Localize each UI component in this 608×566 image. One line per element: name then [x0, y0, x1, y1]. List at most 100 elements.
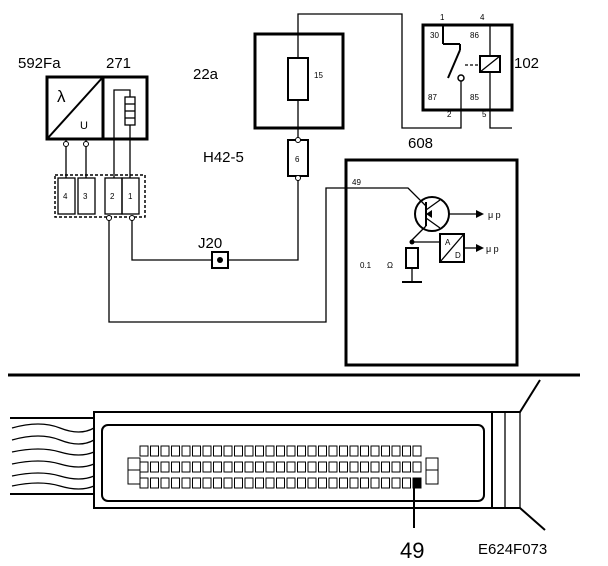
connector-pin — [297, 461, 306, 473]
sensor-diagonal — [46, 76, 104, 140]
wire-relay-87 — [401, 34, 462, 129]
connector-pin — [171, 461, 180, 473]
connector-pin — [255, 445, 264, 457]
connector-pin — [391, 477, 401, 489]
splice-label: J20 — [198, 235, 222, 252]
connector-pin — [381, 445, 390, 457]
ecu-resistor-unit: Ω — [387, 261, 393, 270]
connector-pin — [412, 461, 422, 473]
connector-pin — [171, 445, 180, 457]
relay-switch-contact — [447, 49, 461, 79]
ecu-adc-a: A — [445, 238, 451, 247]
connector-pin — [160, 477, 170, 489]
connector-pin — [297, 445, 306, 457]
connector-pin — [286, 477, 296, 489]
connector-pin — [307, 445, 317, 457]
connector-pin — [328, 445, 338, 457]
connector-pin — [192, 461, 201, 473]
connector-pin — [160, 461, 170, 473]
connector-h-pin: 6 — [295, 155, 300, 164]
connector-key-slot — [425, 469, 439, 485]
connector-pin — [192, 445, 201, 457]
connector-pin — [286, 461, 296, 473]
connector-pin — [150, 445, 159, 457]
heater-wire-a — [113, 89, 131, 145]
sensor-lambda-symbol: λ — [57, 87, 66, 106]
connector-pin — [349, 477, 359, 489]
connector-pin — [349, 445, 359, 457]
connector-pin — [171, 477, 180, 489]
relay-pin-86: 86 — [470, 31, 479, 40]
connector-pin — [370, 477, 380, 489]
connector-pin — [276, 445, 285, 457]
plug-pin-1: 1 — [128, 192, 133, 201]
plug-pin-4: 4 — [63, 192, 68, 201]
connector-pin — [213, 445, 222, 457]
relay-pin-85: 85 — [470, 93, 479, 102]
connector-pin — [223, 477, 233, 489]
connector-pin — [192, 477, 201, 489]
connector-pin — [328, 461, 338, 473]
heater-box — [101, 75, 149, 141]
connector-pin — [234, 477, 243, 489]
wire-plug1-to-j20 — [131, 220, 212, 261]
connector-h-label: H42-5 — [203, 149, 244, 166]
connector-pin — [402, 445, 411, 457]
relay-pin-4: 4 — [480, 13, 485, 22]
connector-pin-49 — [412, 477, 422, 489]
connector-pin — [181, 477, 191, 489]
connector-pin — [202, 445, 212, 457]
relay-pin-30: 30 — [430, 31, 439, 40]
heater-label: 271 — [106, 55, 131, 72]
connector-pin — [265, 461, 275, 473]
connector-key-slot — [127, 469, 141, 485]
connector-pin — [318, 445, 327, 457]
ecu-mu-p-2: μ p — [486, 244, 499, 254]
connector-pin — [244, 445, 254, 457]
ecu-shunt-resistor — [405, 247, 419, 269]
connector-pin — [139, 445, 149, 457]
pin-49-callout: 49 — [400, 538, 424, 563]
relay-pin-1: 1 — [440, 13, 445, 22]
connector-pin — [402, 477, 411, 489]
connector-pin — [160, 445, 170, 457]
relay-box — [421, 23, 514, 112]
ecu-mu-p-1: μ p — [488, 210, 501, 220]
wire-fuse-to-relay — [297, 13, 403, 58]
connector-pin — [255, 461, 264, 473]
relay-pin-87: 87 — [428, 93, 437, 102]
connector-pin — [349, 461, 359, 473]
connector-pin — [213, 477, 222, 489]
ecu-label: 608 — [408, 135, 433, 152]
connector-pin-grid — [127, 445, 439, 489]
connector-pin — [297, 477, 306, 489]
fuse-box-label: 22a — [193, 66, 219, 83]
connector-pin — [339, 477, 348, 489]
wire-plug2-to-ecu49 — [108, 187, 427, 323]
connector-pin — [318, 461, 327, 473]
connector-pin — [360, 445, 369, 457]
connector-pin — [265, 445, 275, 457]
fuse-number: 15 — [314, 71, 323, 80]
connector-pin — [150, 461, 159, 473]
connector-pin — [150, 477, 159, 489]
connector-pin — [265, 477, 275, 489]
ecu-pin-49: 49 — [352, 178, 361, 187]
connector-pin — [307, 477, 317, 489]
ecu-resistor-value: 0.1 — [360, 261, 372, 270]
connector-pin — [391, 461, 401, 473]
connector-pin — [339, 461, 348, 473]
connector-pin — [202, 477, 212, 489]
connector-pin — [412, 445, 422, 457]
figure-code: E624F073 — [478, 541, 547, 558]
connector-pin — [381, 461, 390, 473]
ecu-box — [344, 158, 519, 367]
connector-pin — [286, 445, 296, 457]
connector-pin — [255, 477, 264, 489]
connector-pin — [307, 461, 317, 473]
connector-pin — [381, 477, 390, 489]
connector-pin — [370, 461, 380, 473]
connector-pin — [370, 445, 380, 457]
